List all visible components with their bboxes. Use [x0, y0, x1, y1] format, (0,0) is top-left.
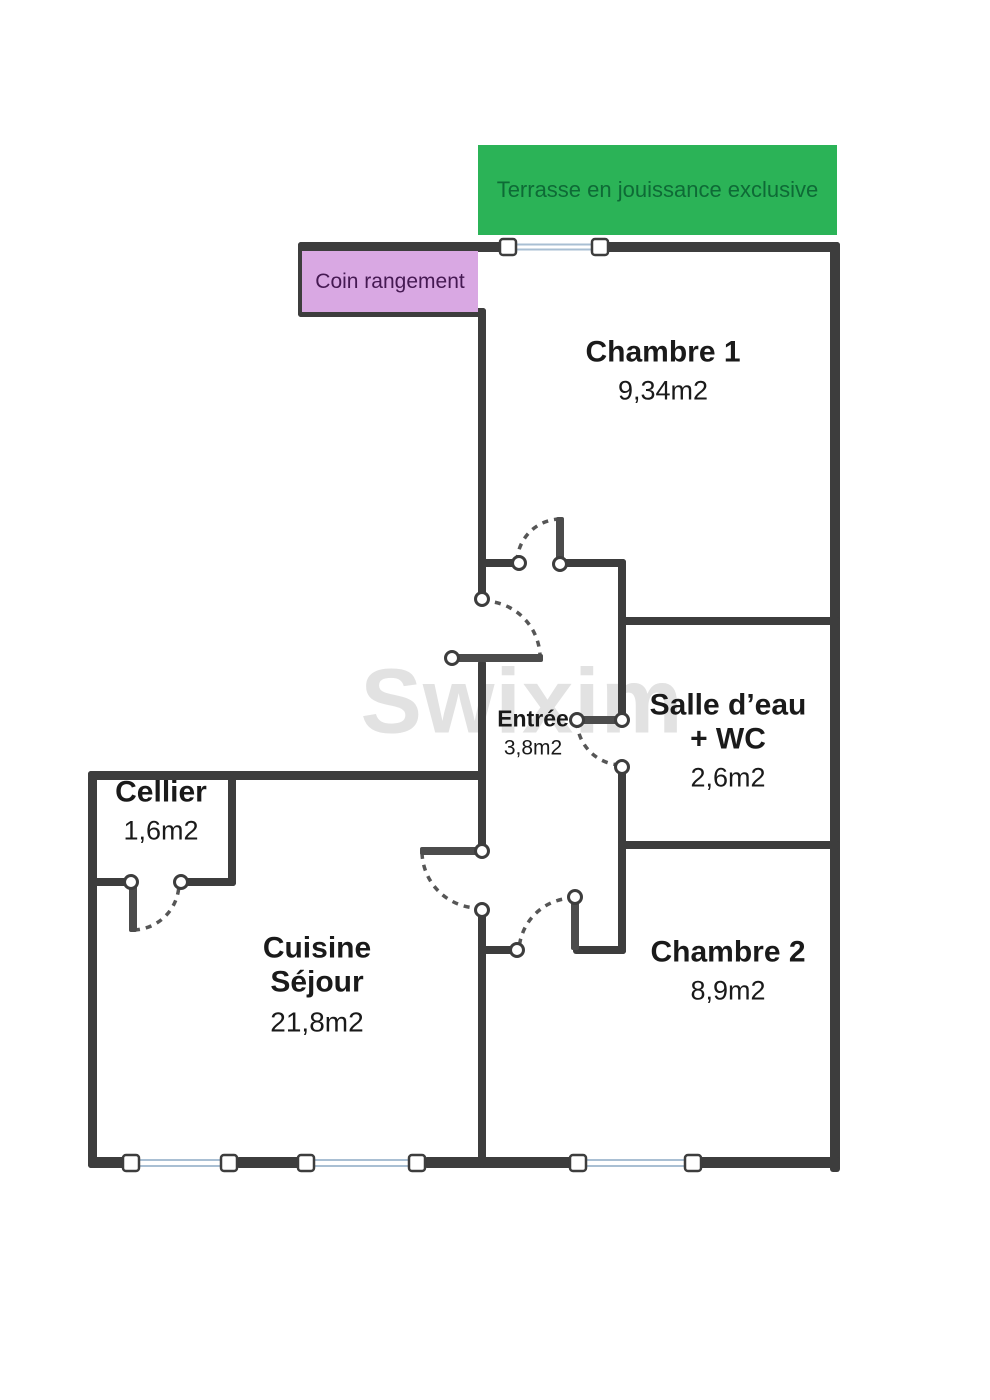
window-post [407, 1153, 427, 1173]
wall [618, 617, 840, 625]
room-label-cellier: Cellier 1,6m2 [115, 776, 207, 847]
room-label-salle-eau: Salle d’eau + WC 2,6m2 [650, 689, 807, 794]
wall [298, 242, 505, 252]
window-post [219, 1153, 239, 1173]
room-area: 21,8m2 [270, 1006, 364, 1038]
wall [88, 1157, 126, 1168]
door-arc-chambre2 [517, 896, 575, 950]
window-post [498, 237, 518, 257]
room-name: Cuisine [262, 931, 372, 965]
room-area: 8,9m2 [690, 975, 766, 1006]
wall [830, 242, 840, 1172]
terrasse-banner-label: Terrasse en jouissance exclusive [496, 177, 819, 202]
door-pivots [123, 555, 630, 958]
door-pivot [444, 650, 460, 666]
wall [478, 946, 518, 954]
room-name: Salle d’eau [649, 688, 807, 722]
door-arc-cellier [133, 883, 181, 932]
door-leaf-cuisine [420, 847, 480, 855]
room-area: 1,6m2 [123, 815, 199, 846]
watermark-logo: Swixim [360, 650, 684, 753]
wall [478, 909, 486, 1167]
walls [88, 242, 840, 1172]
window-post [121, 1153, 141, 1173]
terrasse-banner: Terrasse en jouissance exclusive [478, 145, 837, 235]
coin-rangement-banner-label: Coin rangement [315, 269, 465, 293]
room-label-chambre1: Chambre 1 9,34m2 [585, 336, 740, 407]
room-name: Chambre 1 [585, 335, 741, 369]
window-post [590, 237, 610, 257]
door-arc-salle-eau [575, 721, 622, 767]
wall [478, 660, 486, 853]
door-pivot [567, 889, 583, 905]
door-pivot [123, 874, 139, 890]
wall [618, 765, 626, 954]
wall [236, 1157, 300, 1168]
room-name-line2: + WC [690, 722, 766, 756]
room-name: Entrée [497, 705, 569, 732]
wall [88, 771, 97, 1168]
wall [88, 878, 128, 886]
door-leaf-chambre1 [556, 517, 564, 565]
wall [573, 946, 626, 954]
door-pivot [614, 712, 630, 728]
window-posts [121, 237, 703, 1173]
door-leaves [129, 517, 625, 950]
window-post [296, 1153, 316, 1173]
window-post [568, 1153, 588, 1173]
door-pivot [569, 712, 585, 728]
room-label-cuisine-sejour: Cuisine Séjour 21,8m2 [263, 932, 371, 1039]
door-leaf-cellier [129, 884, 137, 932]
door-arc-cuisine [420, 852, 480, 910]
door-pivot [552, 556, 568, 572]
room-name: Chambre 2 [650, 935, 806, 969]
window-post [683, 1153, 703, 1173]
door-arc-chambre1 [515, 517, 562, 562]
door-pivot [474, 902, 490, 918]
room-label-entree: Entrée 3,8m2 [497, 706, 569, 761]
wall [88, 771, 486, 780]
door-pivot [474, 591, 490, 607]
door-pivot [509, 942, 525, 958]
wall [478, 308, 486, 600]
windows [138, 243, 688, 1167]
room-area: 2,6m2 [690, 762, 766, 793]
door-leaf-salle-eau [575, 716, 625, 724]
door-leaf-entree-front [449, 654, 543, 662]
wall [558, 559, 626, 567]
wall [618, 559, 626, 719]
wall [228, 771, 236, 886]
room-area: 9,34m2 [617, 375, 709, 406]
room-name: Cellier [115, 775, 207, 809]
room-area: 3,8m2 [503, 736, 563, 760]
wall [618, 841, 840, 849]
door-pivot [614, 759, 630, 775]
door-pivot [474, 843, 490, 859]
wall [424, 1157, 572, 1168]
room-label-chambre2: Chambre 2 8,9m2 [650, 936, 805, 1007]
wall [478, 559, 519, 567]
door-swing-arcs [133, 517, 622, 950]
door-pivot [173, 874, 189, 890]
room-name-line2: Séjour [270, 965, 364, 999]
wall [603, 242, 840, 252]
wall [184, 878, 236, 886]
door-leaf-chambre2 [571, 896, 579, 950]
coin-rangement-banner: Coin rangement [302, 251, 478, 312]
wall [699, 1157, 840, 1168]
door-arc-entree-front [482, 599, 542, 656]
door-pivot [511, 555, 527, 571]
